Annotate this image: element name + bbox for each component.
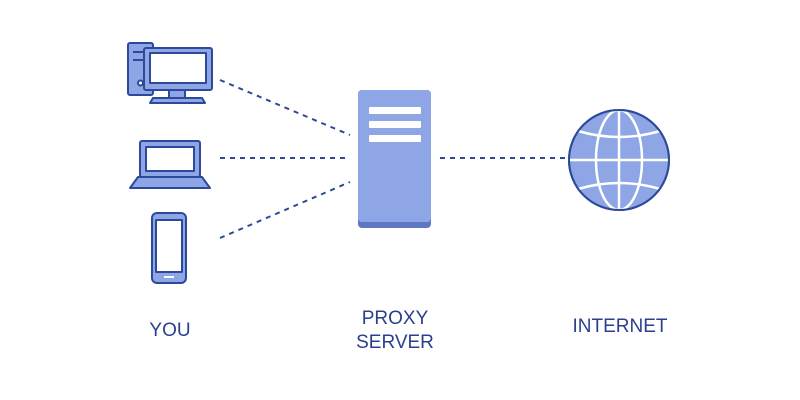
label-proxy-server: PROXY SERVER: [320, 307, 470, 355]
label-you: YOU: [149, 320, 191, 341]
label-proxy-line2: SERVER: [356, 332, 434, 353]
label-proxy-line1: PROXY: [361, 308, 429, 329]
server-icon: [358, 90, 431, 228]
connection-desktop-proxy: [219, 79, 351, 136]
label-internet: INTERNET: [572, 316, 668, 337]
smartphone-icon: [151, 212, 187, 284]
laptop-icon: [129, 140, 211, 189]
connection-phone-proxy: [219, 181, 351, 239]
globe-icon: [568, 108, 670, 212]
desktop-computer-icon: [127, 42, 213, 104]
